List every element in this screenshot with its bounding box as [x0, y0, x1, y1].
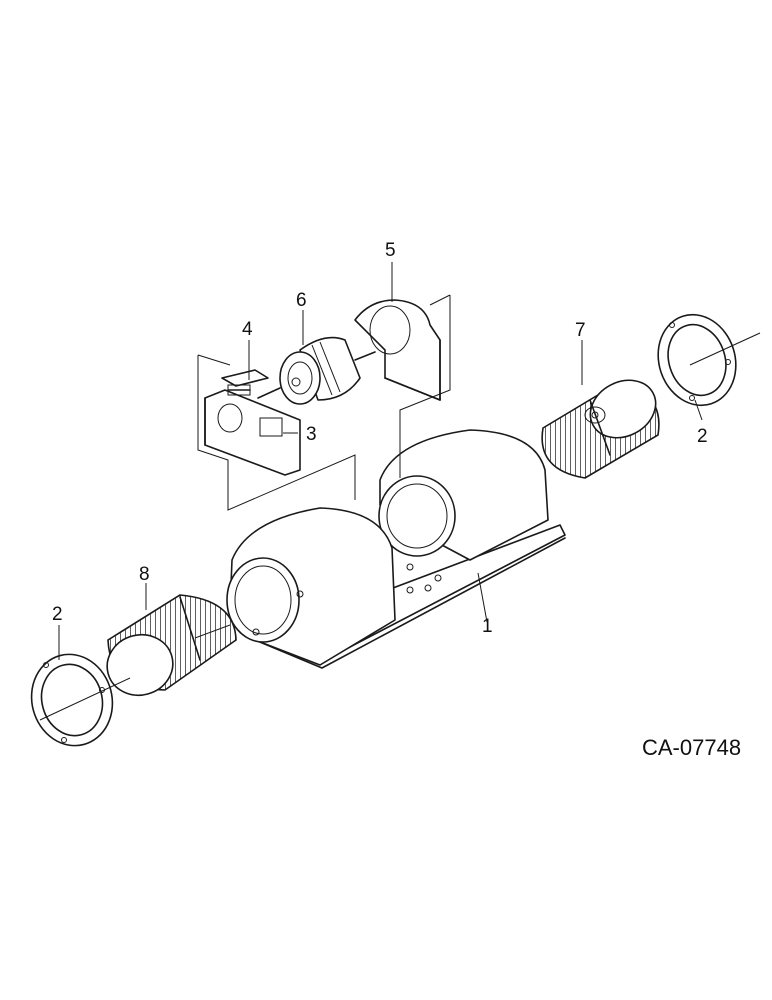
right-mounting-ring	[657, 313, 761, 407]
callout-5: 5	[385, 240, 396, 261]
blower-motor	[257, 336, 376, 405]
callout-1: 1	[482, 616, 493, 637]
callout-3: 3	[306, 424, 317, 445]
callout-4: 4	[242, 319, 253, 340]
blower-housing	[226, 429, 566, 669]
callout-7: 7	[575, 320, 586, 341]
left-mounting-ring	[30, 653, 131, 747]
drawing-code: CA-07748	[642, 735, 741, 760]
right-blower-wheel	[541, 379, 660, 479]
callout-2-left: 2	[52, 604, 63, 625]
left-motor-bracket	[197, 354, 356, 511]
right-motor-bracket	[354, 294, 451, 478]
callout-2-right: 2	[697, 426, 708, 447]
callout-6: 6	[296, 290, 307, 311]
brush-plate	[221, 369, 269, 396]
callout-8: 8	[139, 564, 150, 585]
left-blower-wheel	[106, 594, 237, 697]
leader-lines	[58, 262, 703, 660]
